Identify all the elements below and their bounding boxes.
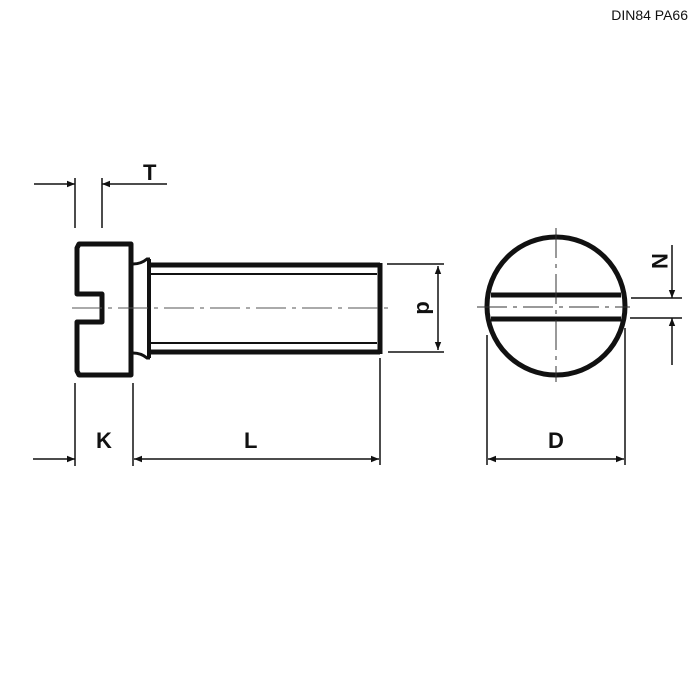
dimension-D: D [486,328,626,465]
label-N: N [647,253,672,269]
dimension-N: N [630,245,682,365]
dimension-K: K [33,383,134,466]
label-T: T [143,160,157,185]
label-L: L [244,428,257,453]
label-d: d [412,301,437,314]
screw-head [74,241,134,378]
dimension-d: d [387,263,444,353]
screw-neck [132,257,150,360]
dimension-T: T [34,160,167,228]
screw-end-view [477,228,630,382]
label-K: K [96,428,112,453]
screw-side-view [72,241,392,378]
drawing-title: DIN84 PA66 [611,7,688,23]
dimension-L: L [134,358,381,465]
label-D: D [548,428,564,453]
